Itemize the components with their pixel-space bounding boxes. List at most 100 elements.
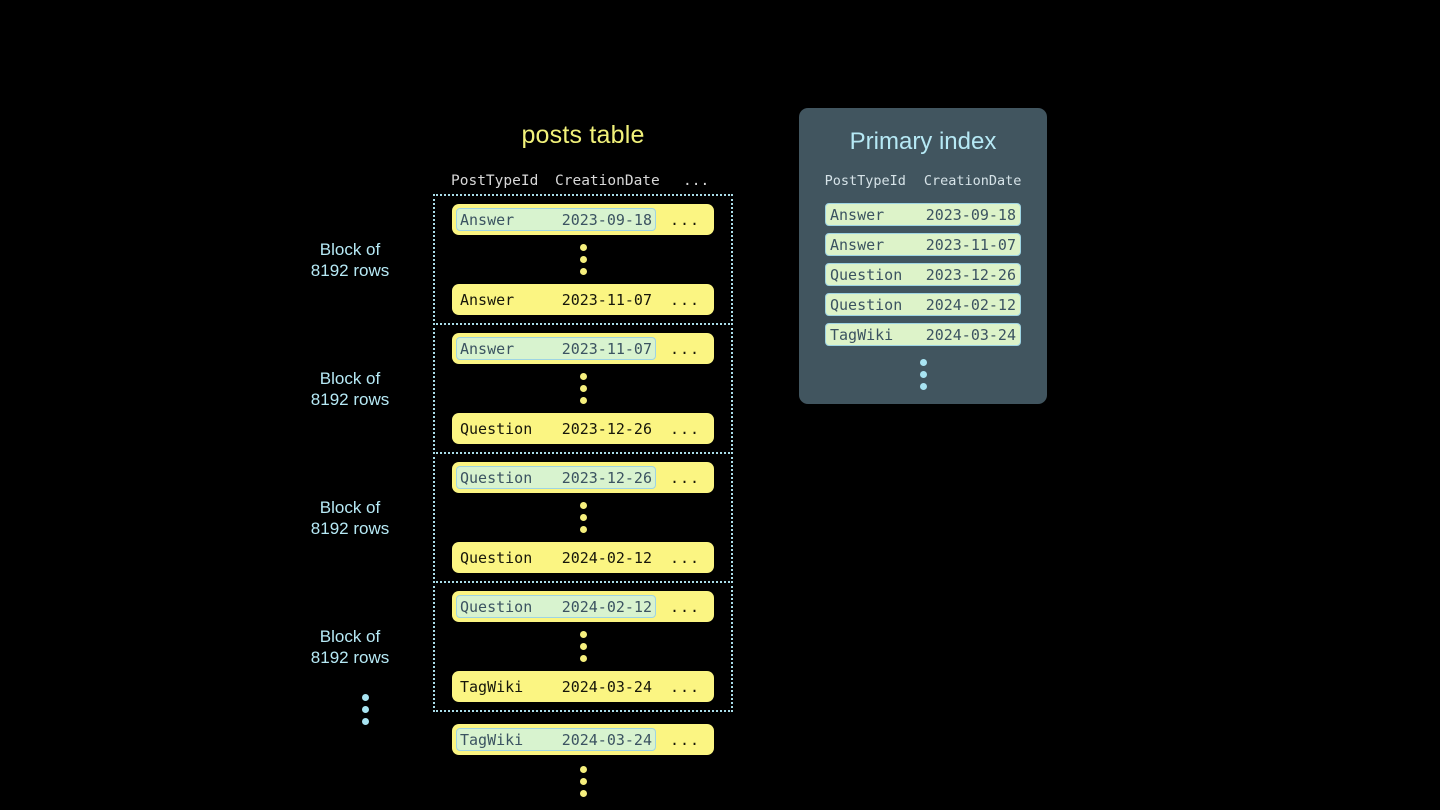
cell-creation-date: 2023-12-26	[561, 468, 652, 487]
index-cell-creation-date: 2024-02-12	[925, 295, 1016, 314]
cell-post-type-id: Question	[460, 419, 533, 438]
cell-rest-ellipsis: ...	[669, 210, 701, 229]
row-key-cells: Question 2024-02-12	[456, 595, 656, 618]
cell-post-type-id: Question	[460, 468, 533, 487]
cell-post-type-id: Answer	[460, 210, 515, 229]
row-ellipsis-dots	[435, 235, 731, 284]
cell-post-type-id: TagWiki	[460, 730, 524, 749]
cell-post-type-id: Question	[460, 597, 533, 616]
cell-creation-date: 2024-03-24	[561, 677, 652, 696]
cell-rest-ellipsis: ...	[669, 419, 701, 438]
cell-rest-ellipsis: ...	[669, 468, 701, 487]
index-cell-post-type-id: Answer	[830, 235, 885, 254]
cell-creation-date: 2024-02-12	[561, 597, 652, 616]
cell-creation-date: 2023-11-07	[561, 290, 652, 309]
primary-index-panel: Primary index PostTypeId CreationDate An…	[799, 108, 1047, 404]
block-label-line-2: 8192 rows	[310, 389, 390, 409]
posts-table-tail-ellipsis-dots	[433, 757, 733, 806]
block-label-line-2: 8192 rows	[310, 518, 390, 538]
dot	[579, 631, 587, 638]
index-row: Answer 2023-09-18	[825, 203, 1021, 226]
index-column-header-post-type-id: PostTypeId	[824, 173, 906, 189]
dot	[362, 718, 369, 725]
block-label-line-1: Block of	[319, 626, 381, 646]
table-row-first: Question 2023-12-26...	[452, 462, 714, 493]
dot	[579, 766, 587, 773]
column-header-post-type-id: PostTypeId	[451, 173, 539, 189]
cell-rest-ellipsis: ...	[669, 290, 701, 309]
dot	[579, 268, 587, 275]
dot	[579, 397, 587, 404]
dot	[919, 383, 927, 390]
index-cell-post-type-id: Answer	[830, 205, 885, 224]
row-key-cells: Question 2023-12-26	[456, 466, 656, 489]
block-label-line-1: Block of	[319, 497, 381, 517]
index-cell-creation-date: 2023-09-18	[925, 205, 1016, 224]
dot	[579, 526, 587, 533]
index-row: TagWiki 2024-03-24	[825, 323, 1021, 346]
dot	[579, 514, 587, 521]
dot	[579, 502, 587, 509]
primary-index-column-headers: PostTypeId CreationDate	[799, 173, 1047, 189]
block-label-line-1: Block of	[319, 239, 381, 259]
block-label-line-2: 8192 rows	[310, 260, 390, 280]
posts-table-group: posts table PostTypeId CreationDate ... …	[311, 118, 733, 806]
row-ellipsis-dots	[435, 622, 731, 671]
row-ellipsis-dots	[435, 364, 731, 413]
dot	[579, 778, 587, 785]
cell-post-type-id: TagWiki	[460, 677, 524, 696]
posts-table-column-headers: PostTypeId CreationDate ...	[433, 168, 733, 194]
cell-creation-date: 2023-12-26	[561, 419, 652, 438]
table-row-last: Answer 2023-11-07...	[452, 284, 714, 315]
table-row-last: Question 2024-02-12...	[452, 542, 714, 573]
posts-table-title: posts table	[521, 121, 645, 149]
cell-rest-ellipsis: ...	[669, 597, 701, 616]
index-cell-post-type-id: Question	[830, 265, 903, 284]
primary-index-title: Primary index	[849, 128, 997, 155]
row-key-cells: Question 2024-02-12	[456, 546, 656, 569]
column-header-creation-date: CreationDate	[555, 173, 660, 189]
table-row-first: Question 2024-02-12...	[452, 591, 714, 622]
cell-rest-ellipsis: ...	[669, 339, 701, 358]
primary-index-ellipsis-dots	[799, 350, 1047, 399]
dot	[919, 371, 927, 378]
cell-post-type-id: Answer	[460, 290, 515, 309]
index-cell-post-type-id: Question	[830, 295, 903, 314]
dot	[579, 385, 587, 392]
dot	[362, 706, 369, 713]
column-header-rest: ...	[683, 173, 710, 189]
dot	[579, 643, 587, 650]
index-column-header-creation-date: CreationDate	[923, 173, 1022, 189]
block-label-line-1: Block of	[319, 368, 381, 388]
cell-creation-date: 2023-11-07	[561, 339, 652, 358]
dot	[579, 373, 587, 380]
cell-post-type-id: Question	[460, 548, 533, 567]
row-key-cells: TagWiki 2024-03-24	[456, 675, 656, 698]
dot	[579, 655, 587, 662]
cell-creation-date: 2024-02-12	[561, 548, 652, 567]
cell-rest-ellipsis: ...	[669, 548, 701, 567]
row-key-cells: Question 2023-12-26	[456, 417, 656, 440]
dot	[579, 790, 587, 797]
index-cell-post-type-id: TagWiki	[830, 325, 894, 344]
index-cell-creation-date: 2023-12-26	[925, 265, 1016, 284]
index-row: Question 2024-02-12	[825, 293, 1021, 316]
index-row: Question 2023-12-26	[825, 263, 1021, 286]
index-cell-creation-date: 2024-03-24	[925, 325, 1016, 344]
row-key-cells: Answer 2023-11-07	[456, 288, 656, 311]
